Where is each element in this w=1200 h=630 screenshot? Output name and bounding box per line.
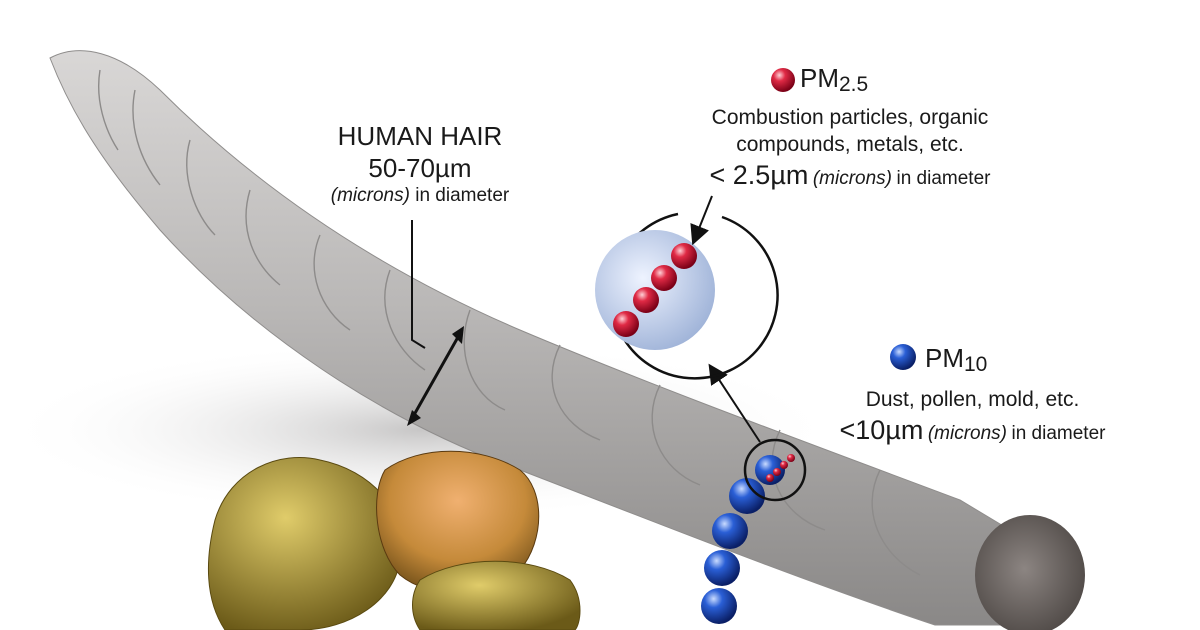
pm10-units-word: (microns) [928,423,1007,444]
pm10-desc: Dust, pollen, mold, etc. [800,386,1145,413]
pm10-prefix: PM [925,343,964,373]
hair-label: HUMAN HAIR 50-70µm (microns) in diameter [300,120,540,208]
pm25-sub: 2.5 [839,73,868,96]
pm25-heading: PM2.5 [800,62,868,97]
pm10-description: Dust, pollen, mold, etc. <10µm (microns)… [800,386,1145,446]
pm25-arrow [696,196,712,236]
pm25-desc-line2: compounds, metals, etc. [660,131,1040,158]
pm25-prefix: PM [800,63,839,93]
hair-diameter-line: (microns) in diameter [300,184,540,208]
pm25-unit: µm [770,160,808,190]
hair-units-word: (microns) [331,185,410,206]
sand-grain-3 [413,561,581,630]
pm10-size-line: <10µm (microns) in diameter [800,415,1145,446]
pm10-sub: 10 [964,353,987,376]
pm10-enlarged [595,230,715,350]
hair-title: HUMAN HAIR [300,120,540,152]
pm25-size: < 2.5 [710,160,771,190]
hair-size: 50-70 [368,153,435,183]
hair-suffix: in diameter [415,185,509,206]
pm10-unit: µm [885,415,923,445]
pm25-description: Combustion particles, organic compounds,… [660,104,1040,191]
pm25-suffix: in diameter [896,168,990,189]
pm25-units-word: (microns) [813,168,892,189]
pm25-legend-dot [771,68,795,92]
pm10-suffix: in diameter [1011,423,1105,444]
pm10-legend-dot [890,344,916,370]
hair-size-line: 50-70µm [300,152,540,184]
pm10-size: <10 [840,415,886,445]
pm25-desc-line1: Combustion particles, organic [660,104,1040,131]
pm25-size-line: < 2.5µm (microns) in diameter [660,160,1040,191]
pm10-heading: PM10 [925,342,987,377]
hair-unit: µm [435,153,472,183]
hair-cut-end [975,515,1085,630]
